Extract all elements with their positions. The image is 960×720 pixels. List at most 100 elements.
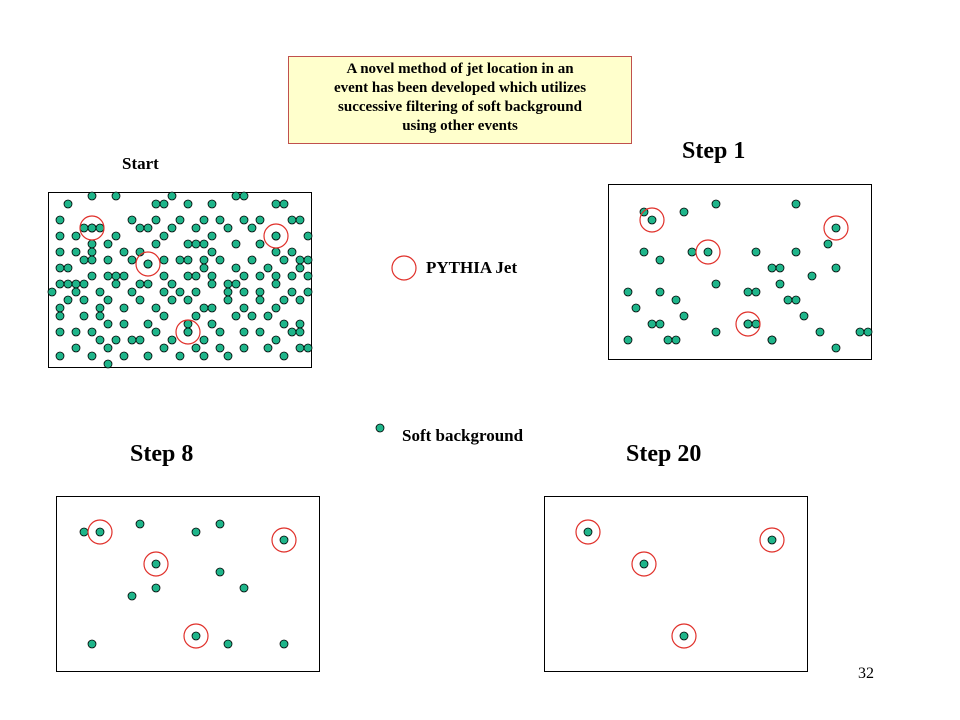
background-particle bbox=[679, 207, 689, 217]
background-particle bbox=[47, 287, 57, 297]
background-particle bbox=[103, 255, 113, 265]
background-particle bbox=[119, 271, 129, 281]
background-particle bbox=[711, 327, 721, 337]
background-particle bbox=[783, 295, 793, 305]
background-particle bbox=[247, 255, 257, 265]
background-particle bbox=[55, 311, 65, 321]
caption-line-1: A novel method of jet location in an bbox=[346, 61, 574, 77]
background-particle bbox=[255, 215, 265, 225]
background-particle bbox=[63, 199, 73, 209]
background-particle bbox=[87, 351, 97, 361]
background-particle bbox=[55, 303, 65, 313]
background-particle bbox=[215, 567, 225, 577]
step20-panel bbox=[544, 496, 808, 672]
background-particle bbox=[287, 287, 297, 297]
start-label: Start bbox=[122, 154, 159, 173]
background-particle bbox=[751, 247, 761, 257]
pythia-jet-ring bbox=[87, 519, 113, 545]
background-particle bbox=[135, 295, 145, 305]
background-particle bbox=[191, 271, 201, 281]
background-particle bbox=[167, 191, 177, 201]
background-particle bbox=[183, 199, 193, 209]
background-particle bbox=[255, 271, 265, 281]
step20-label: Step 20 bbox=[626, 441, 702, 467]
background-particle bbox=[711, 199, 721, 209]
step8-frame bbox=[56, 496, 320, 672]
background-particle bbox=[167, 223, 177, 233]
background-particle bbox=[831, 263, 841, 273]
background-particle bbox=[255, 327, 265, 337]
background-particle bbox=[239, 271, 249, 281]
background-particle bbox=[295, 215, 305, 225]
background-particle bbox=[143, 279, 153, 289]
background-particle bbox=[279, 199, 289, 209]
step1-panel bbox=[608, 184, 873, 360]
background-particle bbox=[215, 519, 225, 529]
background-particle bbox=[239, 583, 249, 593]
background-particle bbox=[167, 335, 177, 345]
background-particle bbox=[215, 343, 225, 353]
background-particle bbox=[823, 239, 833, 249]
background-particle bbox=[671, 335, 681, 345]
background-particle bbox=[239, 343, 249, 353]
pythia-jet-ring bbox=[263, 223, 289, 249]
background-particle bbox=[791, 247, 801, 257]
background-particle bbox=[215, 327, 225, 337]
background-particle bbox=[239, 287, 249, 297]
background-particle bbox=[183, 295, 193, 305]
background-particle bbox=[167, 295, 177, 305]
background-particle bbox=[175, 215, 185, 225]
background-particle bbox=[303, 271, 313, 281]
jet-particle bbox=[703, 247, 713, 257]
background-particle bbox=[199, 303, 209, 313]
background-particle bbox=[119, 319, 129, 329]
background-particle bbox=[103, 239, 113, 249]
background-particle bbox=[831, 343, 841, 353]
background-particle bbox=[855, 327, 865, 337]
background-particle bbox=[71, 343, 81, 353]
background-particle bbox=[151, 327, 161, 337]
background-particle bbox=[79, 255, 89, 265]
background-particle bbox=[775, 263, 785, 273]
background-particle bbox=[63, 263, 73, 273]
background-particle bbox=[135, 279, 145, 289]
background-particle bbox=[207, 279, 217, 289]
background-particle bbox=[679, 311, 689, 321]
background-particle bbox=[55, 351, 65, 361]
background-particle bbox=[95, 335, 105, 345]
background-particle bbox=[767, 263, 777, 273]
background-particle bbox=[287, 271, 297, 281]
background-particle bbox=[135, 519, 145, 529]
step1-frame bbox=[608, 184, 872, 360]
background-particle bbox=[263, 263, 273, 273]
jet-particle bbox=[767, 535, 777, 545]
background-particle bbox=[655, 287, 665, 297]
background-particle bbox=[55, 231, 65, 241]
background-particle bbox=[151, 303, 161, 313]
background-particle bbox=[71, 247, 81, 257]
background-particle bbox=[743, 287, 753, 297]
background-particle bbox=[207, 303, 217, 313]
jet-particle bbox=[87, 223, 97, 233]
background-particle bbox=[55, 279, 65, 289]
background-particle bbox=[295, 255, 305, 265]
background-particle bbox=[271, 335, 281, 345]
background-particle bbox=[295, 343, 305, 353]
background-particle bbox=[207, 247, 217, 257]
jet-particle bbox=[271, 231, 281, 241]
background-particle bbox=[711, 279, 721, 289]
background-particle bbox=[799, 311, 809, 321]
background-particle bbox=[231, 311, 241, 321]
background-particle bbox=[255, 287, 265, 297]
jet-particle bbox=[151, 559, 161, 569]
background-particle bbox=[207, 319, 217, 329]
background-particle bbox=[207, 231, 217, 241]
background-particle bbox=[255, 295, 265, 305]
background-particle bbox=[815, 327, 825, 337]
background-particle bbox=[223, 287, 233, 297]
jet-particle bbox=[279, 535, 289, 545]
background-particle bbox=[199, 335, 209, 345]
background-particle bbox=[223, 223, 233, 233]
background-particle bbox=[151, 215, 161, 225]
pythia-jet-ring bbox=[823, 215, 849, 241]
